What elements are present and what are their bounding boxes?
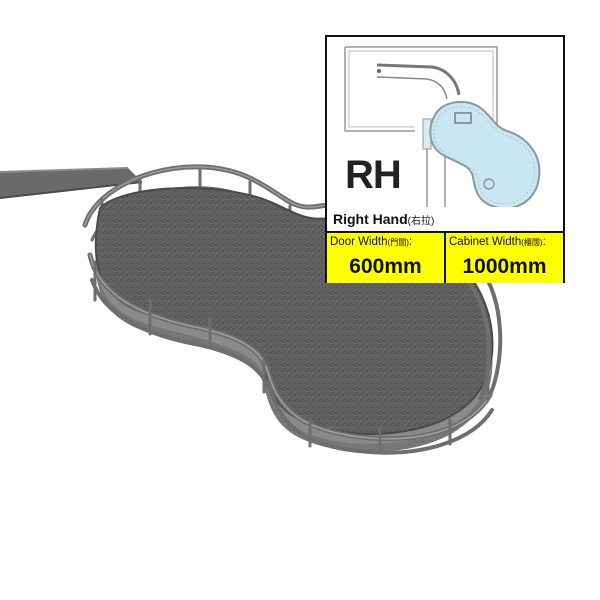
cabinet-width-cell: Cabinet Width(櫃闊): 1000mm	[444, 233, 563, 283]
door-width-colon: :	[408, 236, 413, 248]
hand-label-sub: (右拉)	[407, 216, 435, 227]
hand-label-text: Right Hand	[333, 211, 408, 227]
spec-row: Door Width(門闊): 600mm Cabinet Width(櫃闊):…	[327, 231, 563, 283]
cabinet-width-label-text: Cabinet Width	[449, 236, 522, 248]
cabinet-width-label-sub: (櫃闊)	[521, 238, 543, 247]
door-width-label-sub: (門闊)	[387, 238, 409, 247]
cabinet-width-colon: :	[542, 236, 546, 248]
door-width-label-text: Door Width	[330, 236, 388, 248]
door-width-cell: Door Width(門闊): 600mm	[327, 233, 444, 283]
front-rail	[87, 252, 494, 455]
hand-code: RH	[345, 153, 402, 197]
spec-panel: RH Right Hand(右拉) Door Width(門闊): 600mm …	[325, 35, 565, 283]
cabinet-width-label: Cabinet Width(櫃闊):	[449, 236, 546, 248]
door-width-label: Door Width(門闊):	[330, 236, 412, 248]
swing-arm	[0, 167, 143, 199]
hand-label: Right Hand(右拉)	[333, 211, 434, 227]
corner-cabinet-diagram	[344, 46, 541, 207]
cabinet-width-value: 1000mm	[462, 255, 547, 278]
door-width-value: 600mm	[349, 255, 422, 278]
